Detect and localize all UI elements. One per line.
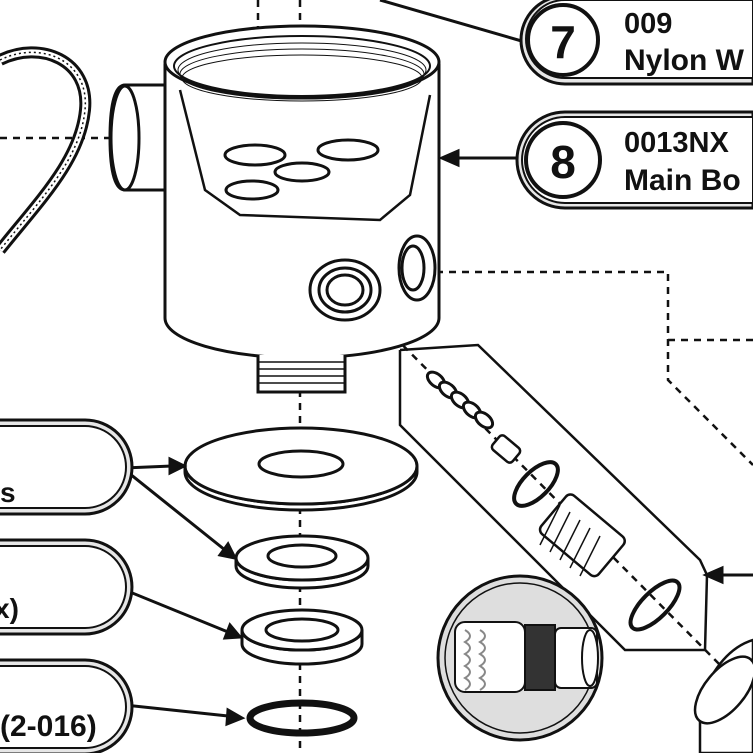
washer-medium: [234, 534, 370, 590]
callout-8-number: 8: [550, 136, 576, 188]
callout-8: 8 0013NX Main Bo: [515, 110, 753, 210]
threaded-fitting: [538, 493, 626, 578]
callout-8-name: Main Bo: [624, 164, 741, 197]
left-callout-2: x): [0, 538, 134, 636]
callout-7-name: Nylon W: [624, 44, 745, 77]
o-ring-2-016: [246, 699, 358, 737]
callout-7-code: 009: [624, 8, 672, 40]
check-ball-part: [490, 434, 522, 464]
callout-7: 7 009 Nylon W: [519, 0, 753, 86]
left-callout-1: s: [0, 418, 134, 516]
belt-strap: [0, 46, 92, 254]
valve-parts-panel: [398, 343, 709, 652]
left-label-1: s: [0, 477, 16, 508]
washer-small: [240, 608, 364, 666]
o-ring-small: [512, 460, 560, 508]
spring-part: [425, 370, 495, 430]
detail-inset: [436, 574, 604, 742]
elbow-fitting-partial: [693, 638, 753, 753]
o-ring-large: [628, 578, 682, 632]
left-label-2: x): [0, 593, 19, 624]
callout-8-code: 0013NX: [624, 127, 729, 159]
callout-7-number: 7: [550, 16, 576, 68]
main-body-housing: [108, 24, 441, 394]
left-callout-3: (2-016): [0, 658, 134, 753]
washer-large: [183, 426, 419, 512]
left-label-3: (2-016): [0, 710, 97, 743]
